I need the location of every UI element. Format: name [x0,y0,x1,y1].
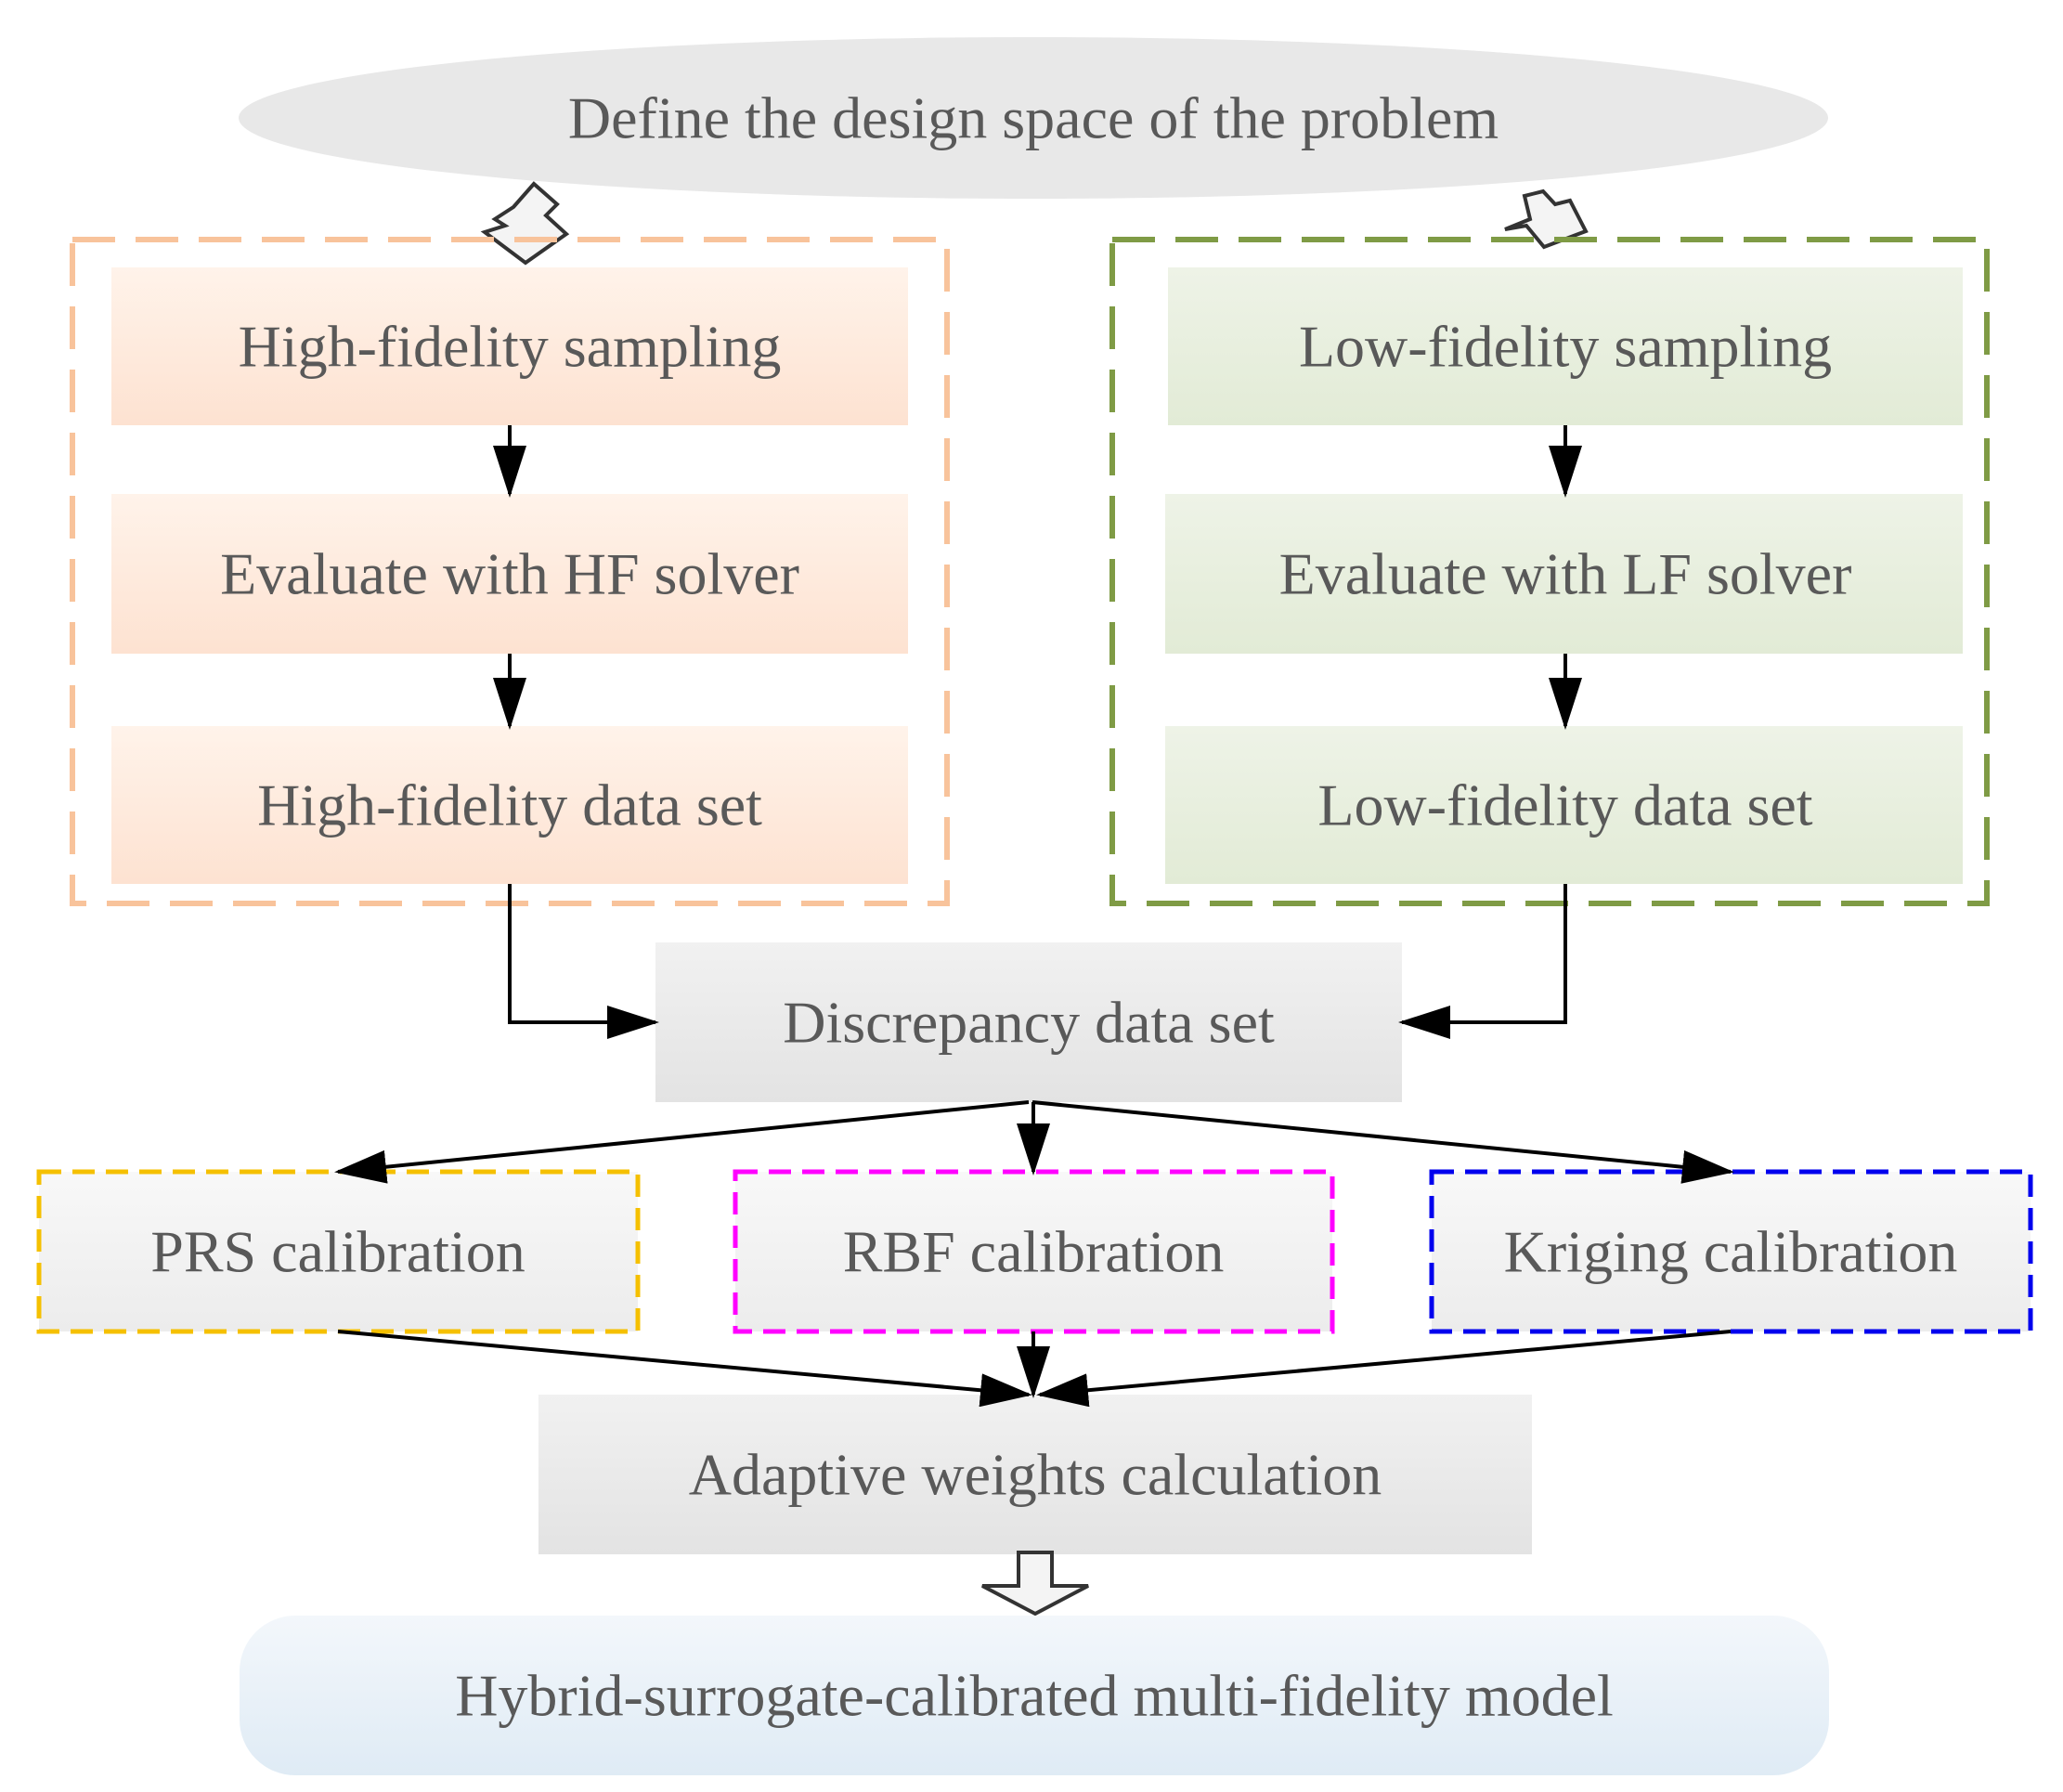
hollow-arrow-down [981,1551,1089,1617]
arrow-discrepancy-to-prs [334,1100,1030,1184]
lf-sampling-label: Low-fidelity sampling [1299,314,1832,380]
kriging-calibration-label: Kriging calibration [1504,1219,1958,1285]
weights-label: Adaptive weights calculation [689,1442,1382,1508]
lf-data-label: Low-fidelity data set [1317,773,1812,838]
final-model-box [240,1616,1829,1775]
start-label: Define the design space of the problem [568,85,1499,151]
arrow-kriging-to-weights [1036,1330,1732,1408]
arrow-prs-to-weights [337,1330,1032,1408]
hf-sampling-box [111,267,908,425]
arrow-discrepancy-to-kriging [1032,1100,1734,1184]
hf-eval-label: Evaluate with HF solver [220,541,799,607]
discrepancy-label: Discrepancy data set [783,990,1275,1056]
weights-box [538,1395,1532,1554]
lf-eval-label: Evaluate with LF solver [1279,541,1852,607]
lf-sampling-box [1168,267,1963,425]
hollow-arrow-right [1504,188,1589,250]
lf-group-container [1109,237,1990,906]
rbf-calibration-box [733,1169,1335,1334]
hollow-arrow-left [480,181,570,266]
lf-data-box [1165,726,1963,884]
start-ellipse [239,37,1828,199]
hf-data-box [111,726,908,884]
kriging-calibration-box [1429,1169,2033,1334]
hf-data-label: High-fidelity data set [257,773,762,838]
arrow-lf-data-to-discrepancy [1398,884,1567,1039]
prs-calibration-label: PRS calibration [150,1219,525,1285]
final-model-label: Hybrid-surrogate-calibrated multi-fideli… [455,1663,1614,1729]
hf-sampling-label: High-fidelity sampling [239,314,782,380]
lf-eval-box [1165,494,1963,654]
rbf-calibration-label: RBF calibration [843,1219,1225,1285]
arrow-hf-data-to-discrepancy [508,884,659,1039]
discrepancy-box [655,942,1402,1102]
hf-eval-box [111,494,908,654]
